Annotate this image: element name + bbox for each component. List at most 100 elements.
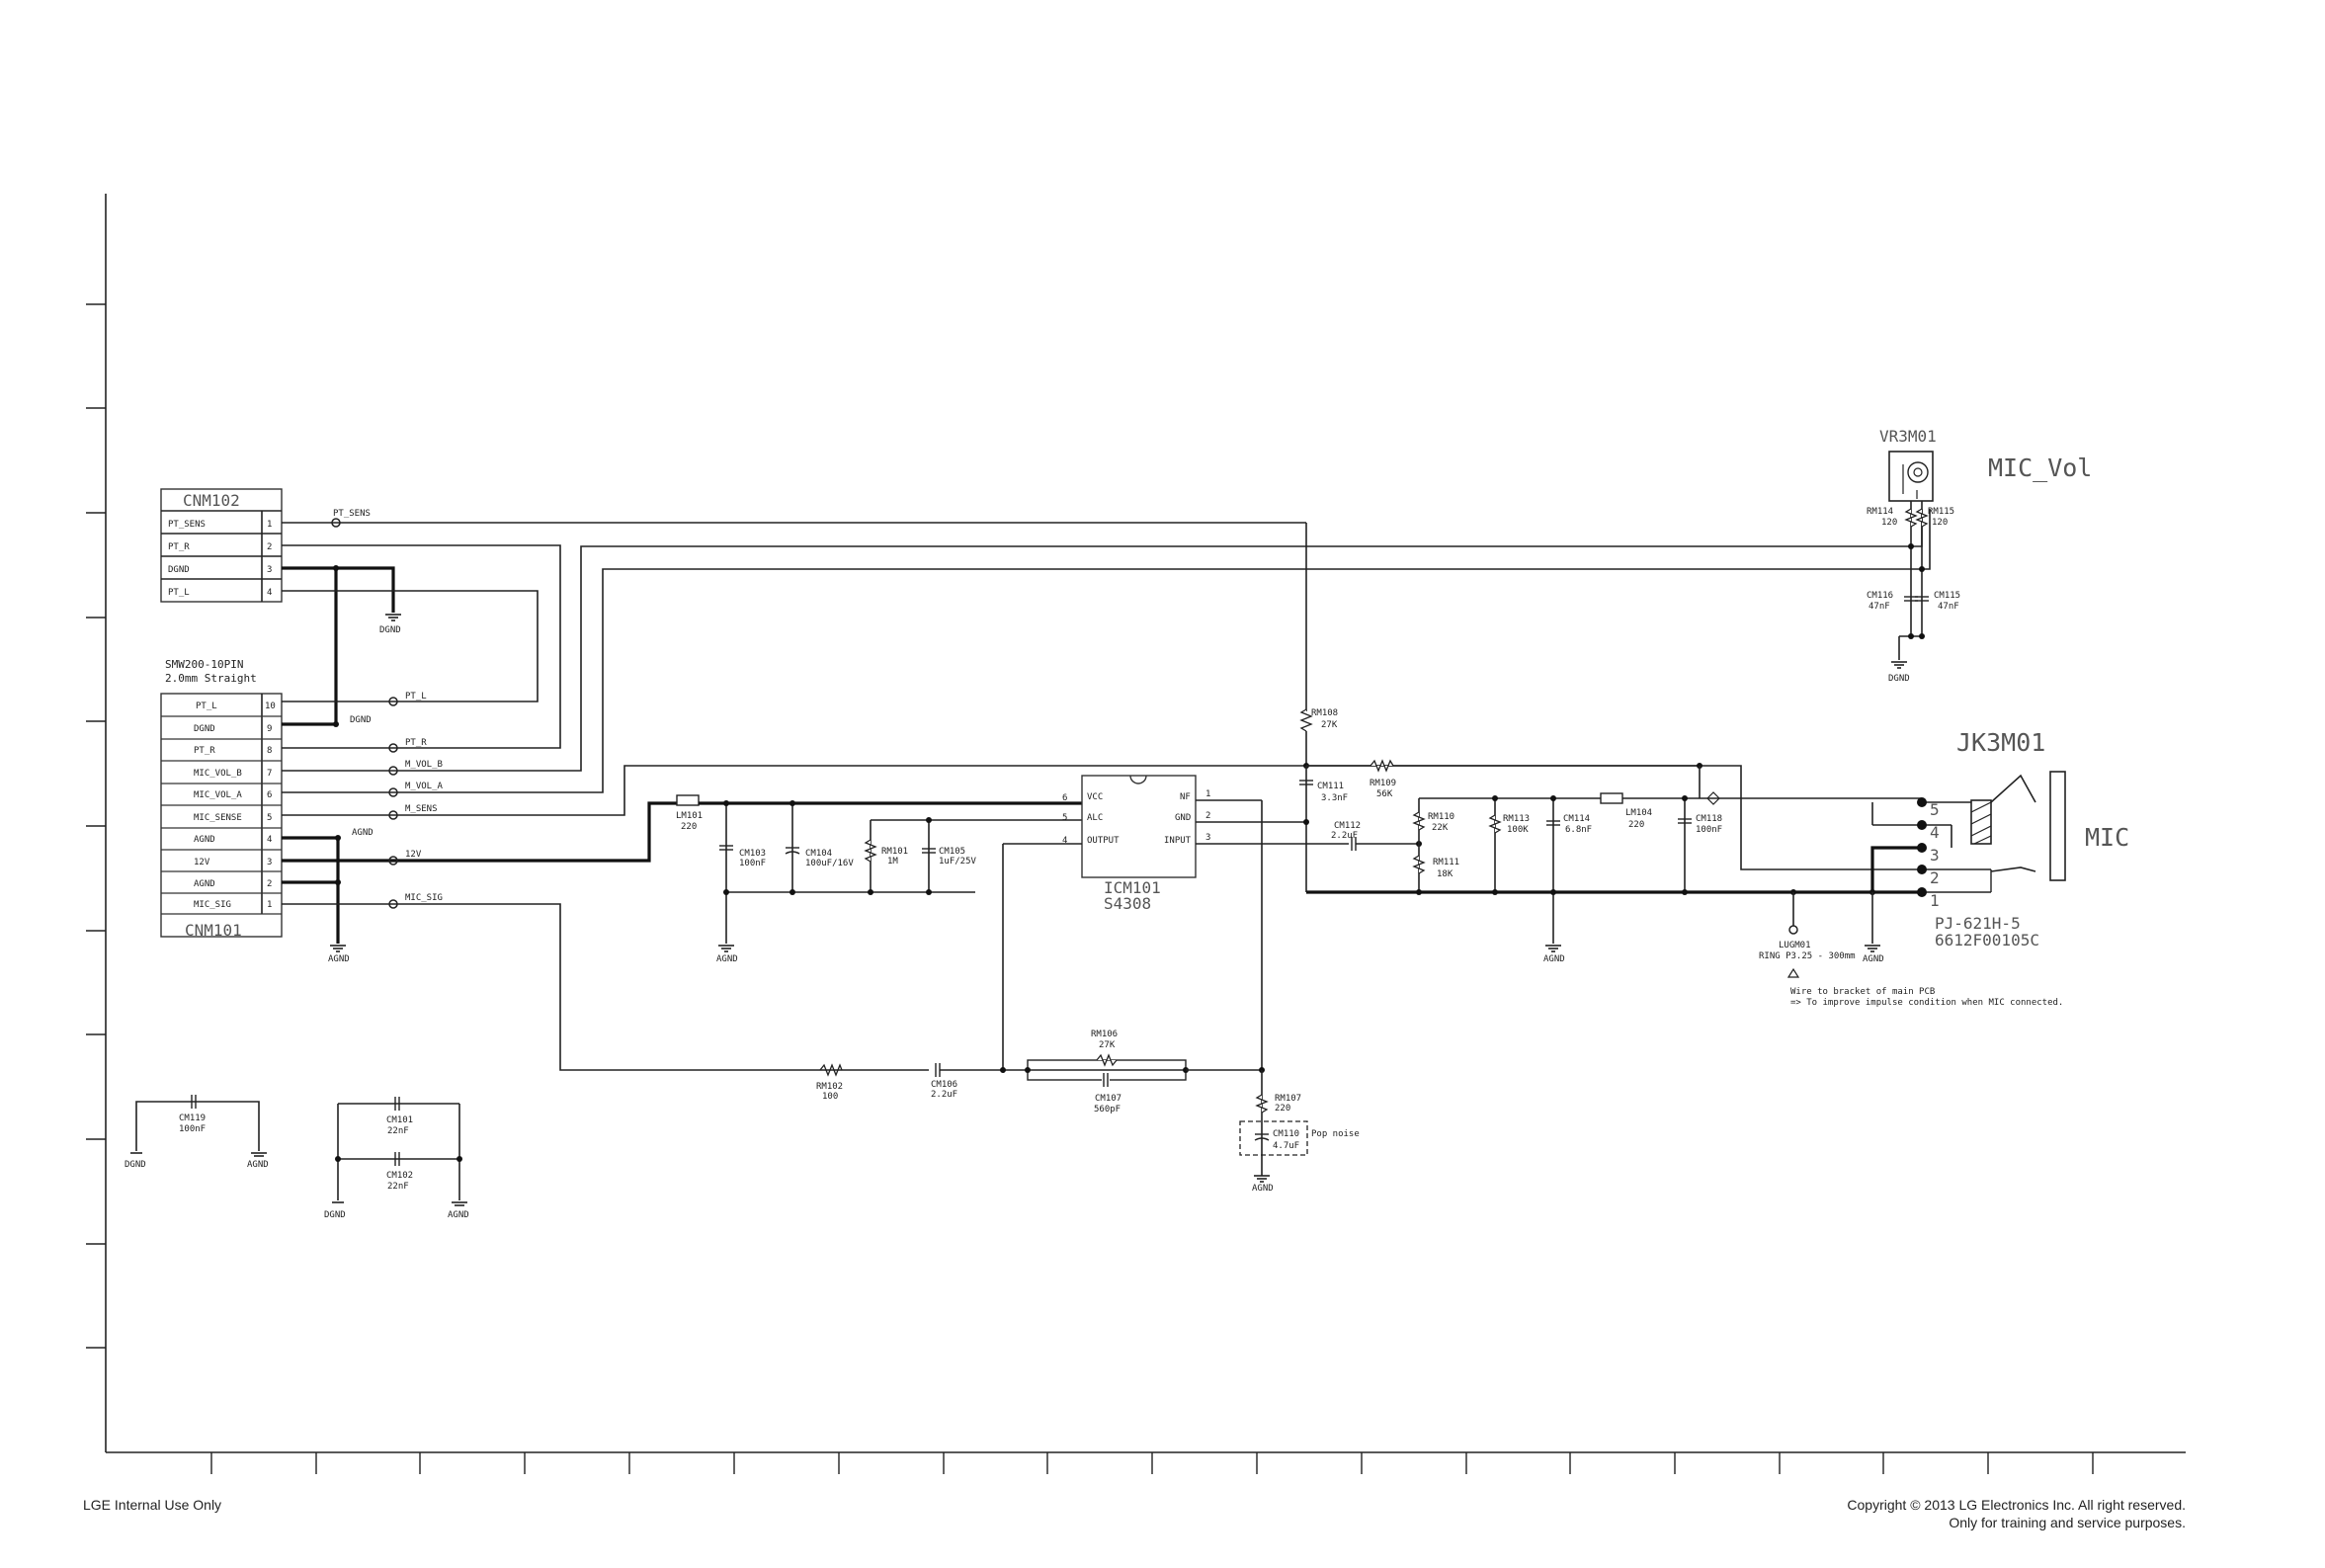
jack-pin-4: 4	[1930, 823, 1940, 842]
cm103-val: 100nF	[739, 859, 766, 868]
rm111-val: 18K	[1437, 869, 1453, 879]
lug-note-2: => To improve impulse condition when MIC…	[1790, 998, 2063, 1008]
resistor-rm109: RM109 56K	[1370, 759, 1396, 799]
cm101-ref: CM101	[386, 1115, 413, 1125]
lug-ref: LUGM01	[1779, 941, 1811, 950]
rm113-ref: RM113	[1503, 814, 1530, 824]
capacitor-cm111: CM111 3.3nF	[1299, 780, 1348, 803]
rm110-val: 22K	[1432, 823, 1449, 833]
ic-part: S4308	[1104, 894, 1151, 913]
rm101-ref: RM101	[881, 847, 908, 857]
bypass-cm101-cm102: CM101 22nF CM102 22nF DGND AGND	[324, 1097, 469, 1220]
cm118-val: 100nF	[1696, 825, 1722, 835]
cnm101-pin-name-2: AGND	[194, 879, 215, 889]
connector-cnm102: CNM102 PT_SENS PT_R DGND PT_L 1 2 3 4	[160, 488, 283, 603]
cm119-val: 100nF	[179, 1124, 206, 1134]
ic-pin-num-1: 1	[1205, 789, 1210, 799]
ic-pin-name-vcc: VCC	[1087, 792, 1103, 802]
connector-wires: PT_SENS DGND DGND PT_L PT_R M_VOL_B M_VO…	[282, 509, 1931, 1071]
jack-ref: JK3M01	[1956, 728, 2045, 757]
capacitor-cm112: CM112 2.2uF	[1331, 821, 1361, 851]
cnm102-pin-name-4: PT_L	[168, 588, 190, 598]
cm106-ref: CM106	[931, 1080, 957, 1090]
jack-pin-2: 2	[1930, 868, 1940, 887]
resistor-rm106: RM106 27K	[1091, 1030, 1118, 1067]
cnm101-pin-num-9: 9	[267, 724, 272, 734]
cm119-ref: CM119	[179, 1114, 206, 1123]
capacitor-cm106: CM106 2.2uF	[931, 1063, 957, 1100]
rm115-ref: RM115	[1928, 507, 1954, 517]
resistor-rm110: RM110 22K	[1412, 811, 1454, 833]
capacitor-cm114: CM114 6.8nF	[1546, 814, 1592, 835]
cnm101-pin-name-3: 12V	[194, 858, 210, 867]
jack-pin-5: 5	[1930, 800, 1940, 819]
rm113-val: 100K	[1507, 825, 1529, 835]
cm107-val: 560pF	[1094, 1105, 1121, 1114]
rm106-ref: RM106	[1091, 1030, 1118, 1039]
net-label-agnd-1: AGND	[352, 828, 374, 838]
resistor-rm115: RM115 120	[1915, 507, 1954, 528]
jack-part: PJ-621H-5	[1935, 914, 2021, 933]
capacitor-cm115: CM115 47nF	[1915, 591, 1960, 612]
cm114-ref: CM114	[1563, 814, 1590, 824]
cnm102-title: CNM102	[183, 491, 240, 510]
cm114-val: 6.8nF	[1565, 825, 1592, 835]
jack-pin-1: 1	[1930, 891, 1940, 910]
cnm101-pin-num-4: 4	[267, 835, 272, 845]
ic-pin-num-2: 2	[1205, 811, 1210, 821]
net-label-pt-l: PT_L	[405, 692, 427, 701]
cm104-val: 100uF/16V	[805, 859, 854, 868]
cnm101-pin-name-7: MIC_VOL_B	[194, 769, 242, 779]
jack-label: MIC	[2085, 823, 2129, 852]
cnm102-pin-name-3: DGND	[168, 565, 190, 575]
sheet-frame	[86, 194, 2186, 1474]
capacitor-cm104: CM104 100uF/16V	[785, 847, 854, 868]
lug-note-1: Wire to bracket of main PCB	[1790, 987, 1935, 997]
cm110-ref: CM110	[1273, 1129, 1299, 1139]
rm111-ref: RM111	[1433, 858, 1459, 867]
resistor-rm114: RM114 120	[1867, 507, 1918, 528]
cnm102-pin-num-1: 1	[267, 520, 272, 530]
cm104-ref: CM104	[805, 849, 832, 859]
ic-pin-name-alc: ALC	[1087, 813, 1103, 823]
ground-agnd-2: AGND	[716, 945, 738, 964]
rm107-val: 220	[1275, 1104, 1290, 1114]
feedback-network: RM102 100 CM106 2.2uF RM106 27K CM107 56…	[816, 1030, 1360, 1194]
cnm102-pin-num-2: 2	[267, 542, 272, 552]
resistor-rm102: RM102 100	[816, 1063, 843, 1102]
cnm101-pin-name-1: MIC_SIG	[194, 900, 231, 910]
cm102-ref: CM102	[386, 1171, 413, 1181]
rm101-val: 1M	[887, 857, 898, 867]
net-label-agnd-2: AGND	[328, 954, 350, 964]
cm102-val: 22nF	[387, 1182, 409, 1192]
volume-vr3m01: VR3M01 MIC_Vol RM114 120 RM115 120 CM116…	[1867, 427, 2092, 684]
lug-desc: RING P3.25 - 300mm	[1759, 951, 1856, 961]
lm101-val: 220	[681, 822, 697, 832]
lm104-ref: LM104	[1625, 808, 1652, 818]
bypass-cm119: CM119 100nF DGND AGND	[125, 1095, 269, 1170]
capacitor-cm107: CM107 560pF	[1094, 1073, 1121, 1114]
ic-pin-num-3: 3	[1205, 833, 1210, 843]
cnm101-pin-name-8: PT_R	[194, 746, 215, 756]
cnm101-pin-name-4: AGND	[194, 835, 215, 845]
cm110-val: 4.7uF	[1273, 1141, 1299, 1151]
ic-pin-num-6: 6	[1062, 793, 1067, 803]
ground-agnd-4: AGND	[1543, 945, 1565, 964]
input-network: RM108 27K CM111 3.3nF RM109 56K CM112 2.…	[1299, 708, 2063, 1008]
jack-pin-3: 3	[1930, 846, 1940, 865]
cnm101-pin-num-7: 7	[267, 769, 272, 779]
resistor-rm113: RM113 100K	[1488, 814, 1530, 835]
cm103-ref: CM103	[739, 849, 766, 859]
ground-agnd-3: AGND	[1252, 1175, 1274, 1194]
cnm101-pin-name-5: MIC_SENSE	[194, 813, 242, 823]
cnm102-pin-num-3: 3	[267, 565, 272, 575]
net-label-mic-sig: MIC_SIG	[405, 893, 443, 903]
cnm101-pin-num-8: 8	[267, 746, 272, 756]
ic-icm101: 6 5 4 VCC ALC OUTPUT NF GND INPUT 1 2 3 …	[1002, 775, 1321, 1070]
cnm101-pin-num-3: 3	[267, 858, 272, 867]
net-label-dgnd-1: DGND	[379, 625, 401, 635]
ground-dgnd-1: DGND	[379, 614, 401, 635]
cnm101-pin-name-6: MIC_VOL_A	[194, 790, 242, 800]
ic-pin-name-gnd: GND	[1175, 813, 1191, 823]
cnm101-desc-1: SMW200-10PIN	[165, 658, 243, 671]
